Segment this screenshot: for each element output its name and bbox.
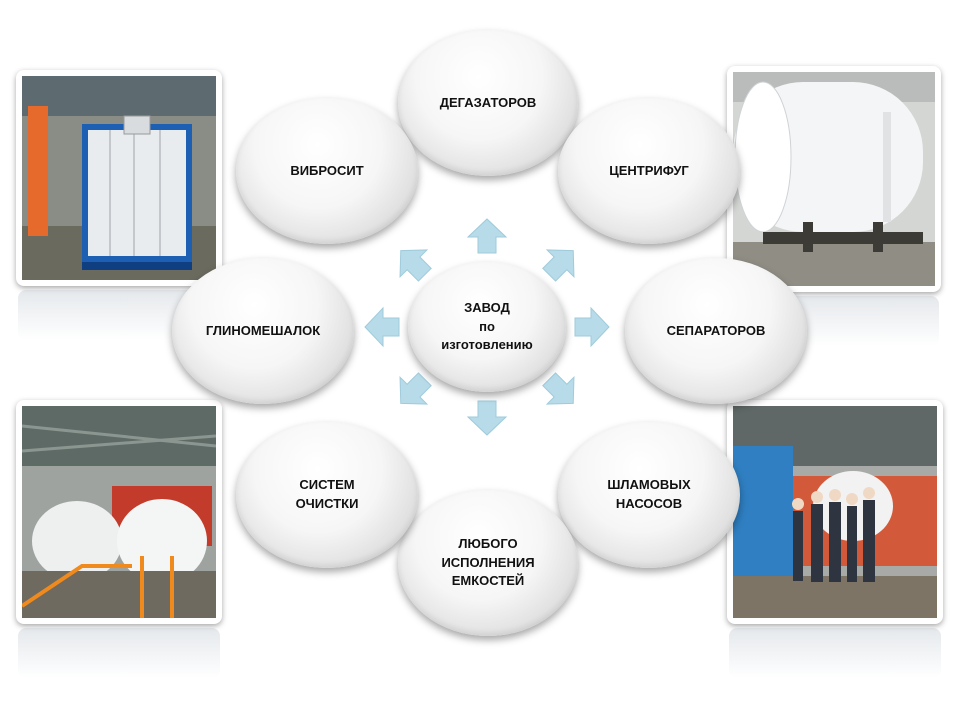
mobile-cabin-photo [16, 70, 222, 286]
arrow-up-left-icon [399, 249, 432, 282]
arrow-down-icon [466, 400, 508, 436]
node-mud-mixers: ГЛИНОМЕШАЛОК [172, 258, 354, 404]
node-vibrosieves-label: ВИБРОСИТ [290, 162, 364, 178]
center-node: ЗАВОД по изготовлению [408, 262, 566, 392]
center-title: ЗАВОД [464, 299, 510, 315]
center-line-2: изготовлению [441, 337, 533, 353]
arrow-left-icon [364, 306, 400, 348]
tanks-workshop-photo [16, 400, 222, 624]
arrow-right-icon [574, 306, 610, 348]
node-mud-mixers-label: ГЛИНОМЕШАЛОК [205, 322, 321, 338]
arrow-down-right-icon [542, 372, 575, 405]
node-degazators-label: ДЕГАЗАТОРОВ [439, 94, 537, 110]
center-line-1: по [479, 318, 495, 334]
node-separators: СЕПАРАТОРОВ [625, 258, 807, 404]
node-tanks-label: ЛЮБОГО ИСПОЛНЕНИЯ ЕМКОСТЕЙ [441, 535, 535, 589]
photo-reflection [18, 628, 220, 678]
node-centrifuges: ЦЕНТРИФУГ [558, 98, 740, 244]
node-slurry-pumps-label: ШЛАМОВЫХ НАСОСОВ [607, 477, 691, 511]
node-centrifuges-label: ЦЕНТРИФУГ [609, 162, 689, 178]
node-vibrosieves: ВИБРОСИТ [236, 98, 418, 244]
node-separators-label: СЕПАРАТОРОВ [666, 322, 766, 338]
node-degazators: ДЕГАЗАТОРОВ [398, 30, 578, 176]
staff-group-photo [727, 400, 943, 624]
arrow-down-left-icon [399, 372, 432, 405]
node-cleaning-systems: СИСТЕМ ОЧИСТКИ [236, 422, 418, 568]
arrow-up-icon [466, 218, 508, 254]
arrow-up-right-icon [542, 249, 575, 282]
node-tanks: ЛЮБОГО ИСПОЛНЕНИЯ ЕМКОСТЕЙ [398, 490, 578, 636]
node-cleaning-systems-label: СИСТЕМ ОЧИСТКИ [295, 477, 359, 511]
node-slurry-pumps: ШЛАМОВЫХ НАСОСОВ [558, 422, 740, 568]
photo-reflection [729, 628, 941, 678]
